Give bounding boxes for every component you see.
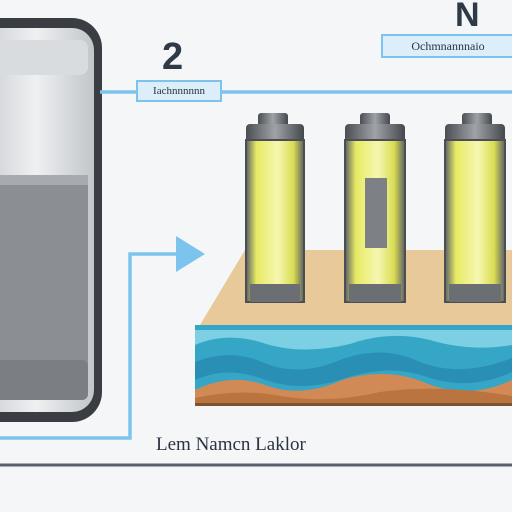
label-top-right: Ochmnannnaio — [411, 39, 485, 53]
battery-icon — [0, 18, 102, 422]
cylindrical-cell-icon — [245, 113, 305, 303]
ground-layers — [195, 250, 512, 406]
corner-letter: N — [455, 0, 480, 34]
label-left: Iachnnnnnn — [153, 85, 205, 97]
arrow-right-icon — [176, 236, 205, 272]
label-bottom: Lem Namcn Laklor — [156, 434, 306, 455]
label-box-top-right — [381, 34, 512, 58]
label-box-left — [136, 80, 222, 102]
cylindrical-cell-icon — [444, 113, 506, 303]
step-number: 2 — [162, 36, 184, 78]
cylindrical-cell-icon — [344, 113, 406, 303]
connector-line — [0, 252, 182, 440]
